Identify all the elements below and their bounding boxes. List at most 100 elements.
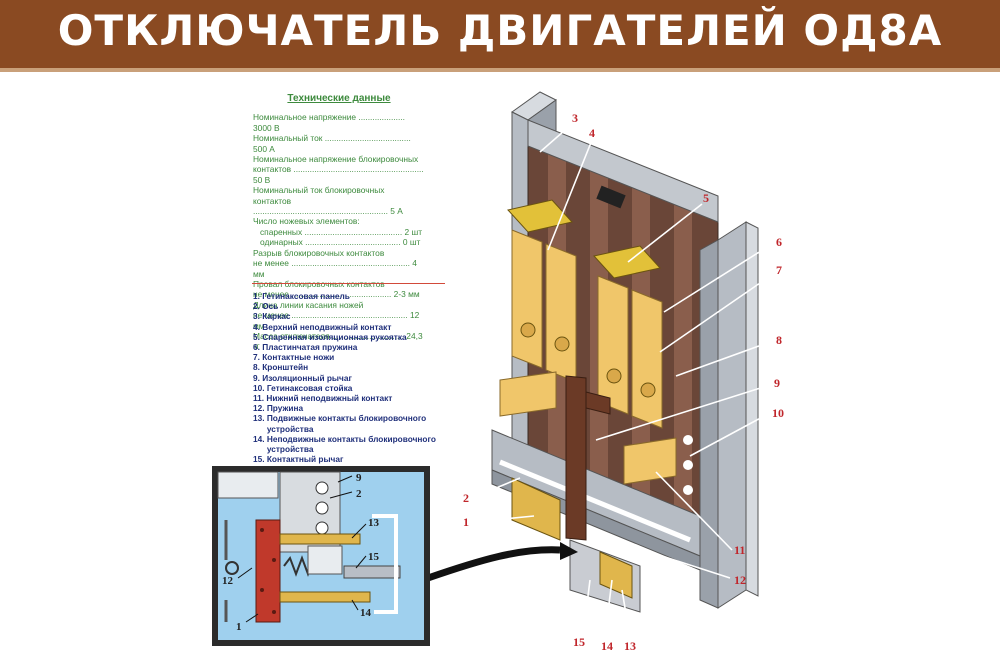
legend-item: 6. Пластинчатая пружина: [253, 342, 358, 353]
panel-rib: [674, 204, 692, 521]
inset-callout-number: 1: [236, 621, 242, 633]
axle: [499, 459, 691, 543]
callout-number: 5: [703, 191, 709, 205]
inset-pointer-head: [560, 542, 578, 560]
legend-item: 2. Ось: [253, 301, 279, 312]
spec-line: Разрыв блокировочных контактов: [253, 247, 385, 258]
stand-hole: [683, 485, 693, 495]
title-banner: [0, 0, 1000, 68]
lower-contact: [623, 437, 677, 485]
inset-upper-contact: [279, 533, 361, 545]
callout-number: 7: [776, 263, 782, 277]
spec-line: не менее ...............................…: [253, 310, 422, 331]
callout-number: 3: [572, 111, 578, 125]
banner-underline: [0, 68, 1000, 72]
page-title: ОТКЛЮЧАТЕЛЬ ДВИГАТЕЛЕЙ ОД8А: [57, 6, 943, 55]
contact-knife: [597, 275, 629, 415]
spec-line: одинарных ..............................…: [253, 237, 421, 248]
knife-bolt: [520, 322, 536, 338]
inset-wire: [372, 514, 398, 614]
legend-item: 3. Каркас: [253, 311, 291, 322]
specs-title: Технические данные: [287, 93, 391, 104]
technical-specs: Технические данные Номинальное напряжени…: [253, 93, 427, 352]
legend-item: 7. Контактные ножи: [253, 352, 335, 363]
knife-bolt: [640, 382, 656, 398]
inset-bolt: [315, 521, 329, 535]
stand-side: [699, 239, 719, 609]
contact-knife: [511, 229, 543, 369]
legend-item: 8. Кронштейн: [253, 362, 309, 373]
callout-number: 1: [463, 515, 469, 529]
spec-line: Номинальный ток ........................…: [253, 133, 414, 154]
callout-number: 15: [573, 635, 585, 649]
section-divider: [252, 283, 445, 284]
frame-top-bar: [527, 119, 719, 223]
callout-number: 6: [776, 235, 782, 249]
callout-number: 11: [734, 543, 745, 557]
spec-line: спаренных ..............................…: [253, 226, 423, 237]
inset-callout-number: 12: [222, 575, 234, 587]
legend-item: 9. Изоляционный рычаг: [253, 372, 352, 383]
inset-lever: [307, 545, 343, 575]
stand-hole: [683, 435, 693, 445]
inset-plate: [217, 471, 279, 499]
callout-number: 12: [734, 573, 746, 587]
spec-line: контактов ..............................…: [253, 164, 427, 185]
blocking-contacts: [599, 551, 633, 599]
callout-number: 8: [776, 333, 782, 347]
stand-hole: [683, 460, 693, 470]
spec-line: Номинальное напряжение .................…: [253, 112, 408, 133]
spec-line: Масса отключателя ......................…: [253, 330, 425, 352]
callout-number: 10: [772, 406, 784, 420]
spec-line: не менее ...............................…: [253, 258, 420, 279]
inset-bolt: [315, 481, 329, 495]
upper-handle: [593, 245, 661, 279]
inset-rod: [343, 565, 401, 579]
spec-line: контактов ..............................…: [253, 195, 403, 217]
inset-bolt: [315, 501, 329, 515]
contact-knife: [545, 243, 577, 383]
legend-item: 13. Подвижные контакты блокировочного ус…: [253, 413, 427, 434]
stand-edge: [745, 221, 759, 597]
spec-line: не менее ...............................…: [253, 289, 420, 300]
inset-callout-number: 9: [356, 472, 362, 484]
callout-number: 2: [463, 491, 469, 505]
bracket: [499, 371, 557, 417]
knife-bolt: [554, 336, 570, 352]
inset-detail: 9 2 13 15 12 14 1: [212, 466, 430, 646]
callout-number: 4: [589, 126, 595, 140]
legend-item: 4. Верхний неподвижный контакт: [253, 321, 392, 332]
inset-pointer: [426, 546, 561, 582]
lower-contact-block: [511, 477, 561, 541]
insulating-lever: [565, 375, 587, 541]
inset-callout-number: 2: [356, 488, 362, 500]
legend-item: 11. Нижний неподвижный контакт: [253, 393, 393, 404]
inset-panel: [255, 519, 281, 623]
legend-item: 14. Неподвижные контакты блокировочного …: [253, 433, 436, 455]
legend-item: 12. Пружина: [253, 403, 304, 414]
upper-handle: [507, 199, 573, 233]
lever-arm: [585, 391, 611, 415]
leader-lines: [471, 123, 777, 639]
legend-item: 5. Спаренная изоляционная рукоятка: [253, 331, 407, 342]
inset-callout-number: 13: [368, 517, 380, 529]
spec-line: Номинальный ток блокировочных: [253, 185, 385, 196]
inset-callout-number: 14: [360, 607, 372, 619]
callout-number: 9: [774, 376, 780, 390]
callout-number: 14: [601, 639, 613, 653]
parts-legend: 1. Гетинаксовая панель 2. Ось 3. Каркас …: [253, 291, 458, 464]
nameplate: [596, 185, 626, 209]
contact-knife: [631, 289, 663, 429]
spec-line: Длина линии касания ножей: [253, 299, 364, 310]
callout-number: 13: [624, 639, 636, 653]
knife-bolt: [606, 368, 622, 384]
spec-line: Число ножевых элементов:: [253, 216, 360, 227]
inset-lower-contact: [279, 591, 371, 603]
main-apparatus: [491, 91, 759, 613]
callouts: 1 2 3 4 5 6 7 8 9 10 11 12 13 14 15: [463, 111, 784, 653]
legend-item: 1. Гетинаксовая панель: [253, 291, 350, 301]
inset-callout-number: 15: [368, 551, 380, 563]
spec-line: Номинальное напряжение блокировочных: [253, 154, 419, 165]
legend-item: 10. Гетинаксовая стойка: [253, 382, 353, 393]
